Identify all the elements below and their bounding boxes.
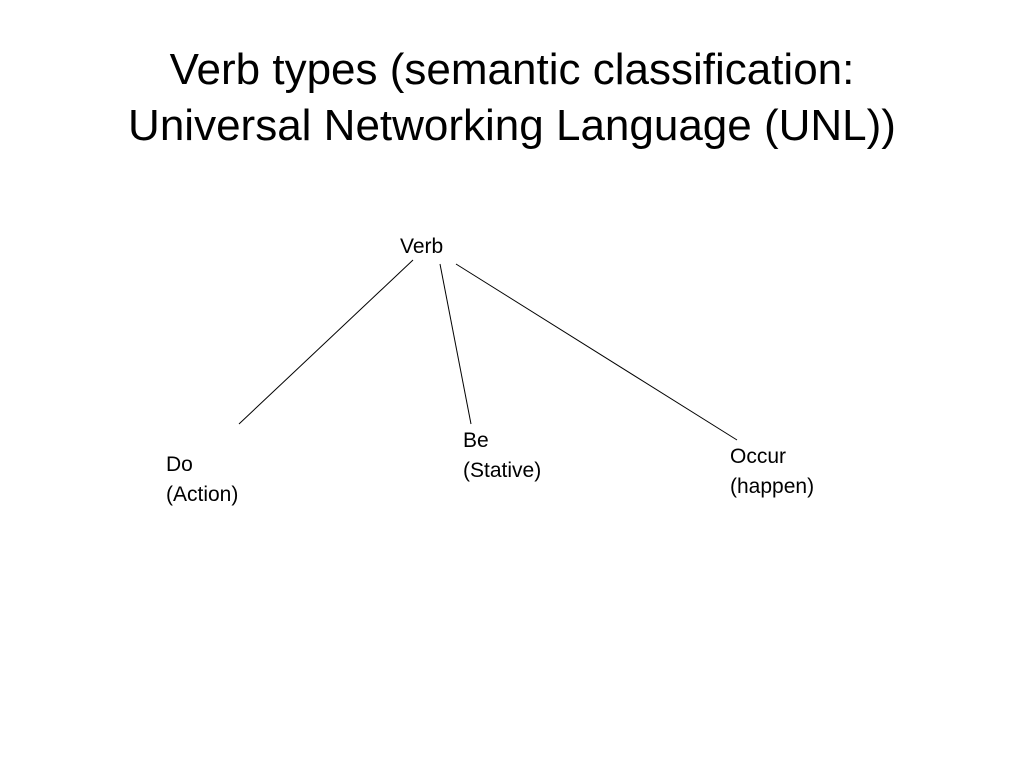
tree-node-occur: Occur (happen): [730, 442, 814, 502]
node-verb-label: Verb: [400, 235, 444, 258]
title-line-2: Universal Networking Language (UNL)): [128, 101, 896, 150]
tree-node-do: Do (Action): [166, 450, 238, 510]
node-do-label: Do: [166, 453, 193, 476]
node-be-sublabel: (Stative): [463, 459, 542, 482]
node-occur-sublabel: (happen): [730, 475, 815, 498]
tree-node-verb: Verb: [400, 232, 443, 262]
node-occur-label: Occur: [730, 445, 787, 468]
edge-verb-occur: [455, 263, 738, 441]
edge-verb-do: [238, 259, 414, 425]
title-line-1: Verb types (semantic classification:: [169, 45, 855, 94]
tree-node-be: Be (Stative): [463, 426, 541, 486]
node-be-label: Be: [463, 429, 489, 452]
node-do-sublabel: (Action): [166, 483, 239, 506]
edge-verb-be: [439, 263, 472, 425]
slide-title: Verb types (semantic classification: Uni…: [0, 42, 1024, 154]
